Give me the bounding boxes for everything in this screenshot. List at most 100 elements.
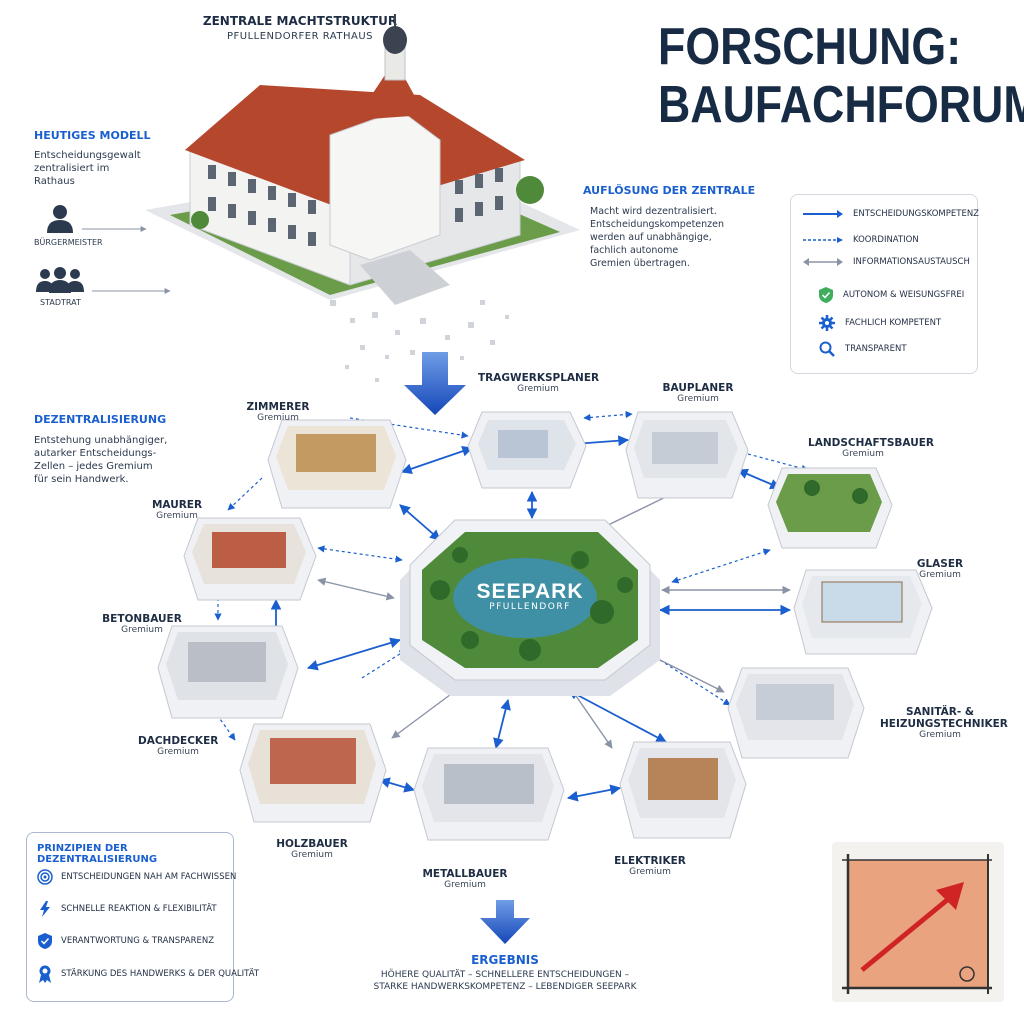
aufloesung-text: Macht wird dezentralisiert. Entscheidung… — [590, 205, 724, 270]
dezentral-line-4: für sein Handwerk. — [34, 474, 129, 485]
label-sanitaer-title-2: HEIZUNGSTECHNIKER — [880, 718, 1008, 730]
principles-box: PRINZIPIEN DER DEZENTRALISIERUNG ENTSCHE… — [26, 832, 259, 1002]
award-icon — [39, 965, 51, 983]
ergebnis: ERGEBNIS HÖHERE QUALITÄT – SCHNELLERE EN… — [300, 953, 710, 992]
node-sanitaer — [727, 667, 865, 759]
legend-label-koordination: KOORDINATION — [853, 235, 919, 245]
label-metallbauer: METALLBAUER Gremium — [415, 868, 515, 890]
legend-label-autonom: AUTONOM & WEISUNGSFREI — [843, 290, 965, 300]
node-bauplaner — [625, 411, 749, 499]
main-title-line-1: FORSCHUNG: — [658, 18, 962, 76]
label-metallbauer-title: METALLBAUER — [422, 868, 508, 880]
principle-label-3: VERANTWORTUNG & TRANSPARENZ — [61, 936, 215, 946]
gear-icon — [819, 315, 835, 331]
principle-row-2: SCHNELLE REAKTION & FLEXIBILITÄT — [37, 901, 217, 917]
label-bauplaner-title: BAUPLANER — [662, 382, 734, 394]
label-elektriker-title: ELEKTRIKER — [614, 855, 686, 867]
label-landschaftsbauer: LANDSCHAFTSBAUER Gremium — [808, 437, 934, 459]
label-maurer-title: MAURER — [151, 499, 203, 511]
label-holzbauer-sub: Gremium — [291, 850, 333, 860]
label-zimmerer-title: ZIMMERER — [246, 401, 310, 413]
legend: ENTSCHEIDUNGSKOMPETENZ KOORDINATION INFO… — [790, 194, 979, 374]
magnifier-icon — [819, 341, 835, 357]
legend-label-information: INFORMATIONSAUSTAUSCH — [853, 257, 970, 267]
node-elektriker — [619, 741, 747, 839]
dashed-arrow-icon — [803, 237, 843, 243]
label-sanitaer-title: SANITÄR- & — [905, 706, 975, 718]
label-sanitaer: SANITÄR- & HEIZUNGSTECHNIKER Gremium — [880, 706, 1008, 740]
ergebnis-line-1: HÖHERE QUALITÄT – SCHNELLERE ENTSCHEIDUN… — [380, 970, 630, 980]
dezentral-title: DEZENTRALISIERUNG — [34, 413, 167, 426]
crumble-particles — [330, 300, 509, 382]
label-dachdecker-title: DACHDECKER — [138, 735, 219, 747]
label-landschaftsbauer-sub: Gremium — [842, 449, 884, 459]
top-title: ZENTRALE MACHTSTRUKTUR — [202, 14, 398, 28]
dezentral-line-1: Entstehung unabhängiger, — [34, 435, 168, 446]
label-bauplaner-sub: Gremium — [677, 394, 719, 404]
label-metallbauer-sub: Gremium — [444, 880, 486, 890]
group-icon — [36, 267, 84, 293]
legend-row-kompetent: FACHLICH KOMPETENT — [819, 315, 941, 331]
aufloesung-line-3: werden auf unabhängige, — [590, 232, 712, 243]
node-metallbauer — [413, 747, 565, 841]
aufloesung-line-1: Macht wird dezentralisiert. — [590, 206, 717, 217]
solid-arrow-icon — [803, 210, 843, 218]
label-glaser-sub: Gremium — [919, 570, 961, 580]
label-maurer: MAURER Gremium — [142, 499, 212, 521]
legend-row-information: INFORMATIONSAUSTAUSCH — [803, 257, 970, 267]
target-icon — [37, 869, 53, 885]
node-zimmerer — [267, 419, 407, 509]
label-zimmerer: ZIMMERER Gremium — [238, 401, 318, 423]
result-arrow-icon — [480, 900, 530, 944]
dezentral-line-3: Zellen – jedes Gremium — [34, 461, 153, 472]
sketch-logo — [832, 842, 1004, 1002]
down-arrow-icon — [404, 352, 466, 415]
role-stadtrat: STADTRAT — [40, 298, 81, 307]
label-betonbauer-title: BETONBAUER — [102, 613, 182, 625]
legend-row-entscheidung: ENTSCHEIDUNGSKOMPETENZ — [803, 209, 979, 219]
label-elektriker-sub: Gremium — [629, 867, 671, 877]
main-title: FORSCHUNG: BAUFACHFORUM — [658, 18, 1024, 134]
sketch-arrow-icon — [842, 854, 992, 994]
principle-row-4: STÄRKUNG DES HANDWERKS & DER QUALITÄT — [37, 965, 259, 983]
legend-row-autonom: AUTONOM & WEISUNGSFREI — [819, 287, 964, 303]
aufloesung-line-2: Entscheidungskompetenzen — [590, 219, 725, 230]
double-arrow-icon — [803, 258, 843, 266]
shield-check-icon — [819, 287, 833, 303]
node-tragwerksplaner — [467, 411, 587, 489]
label-holzbauer-title: HOLZBAUER — [276, 838, 348, 850]
label-glaser-title: GLASER — [916, 558, 964, 570]
label-maurer-sub: Gremium — [156, 511, 198, 521]
principle-label-4: STÄRKUNG DES HANDWERKS & DER QUALITÄT — [61, 969, 260, 979]
person-icon — [47, 205, 73, 233]
heutiges-modell-line-1: Entscheidungsgewalt — [34, 150, 141, 161]
legend-label-transparent: TRANSPARENT — [845, 344, 907, 354]
legend-label-kompetent: FACHLICH KOMPETENT — [845, 318, 942, 328]
seepark-label: SEEPARK PFULLENDORF — [470, 580, 590, 612]
ergebnis-line-2: STARKE HANDWERKSKOMPETENZ – LEBENDIGER S… — [373, 982, 637, 992]
aufloesung-title: AUFLÖSUNG DER ZENTRALE — [583, 184, 756, 197]
legend-label-entscheidung: ENTSCHEIDUNGSKOMPETENZ — [853, 209, 980, 219]
aufloesung-line-4: fachlich autonome — [590, 245, 679, 256]
heutiges-modell-text: Entscheidungsgewalt zentralisiert im Rat… — [34, 149, 141, 188]
label-tragwerksplaner-title: TRAGWERKSPLANER — [478, 372, 600, 384]
top-subtitle: PFULLENDORFER RATHAUS — [226, 31, 373, 42]
label-betonbauer: BETONBAUER Gremium — [102, 613, 182, 635]
seepark-title: SEEPARK — [476, 580, 584, 603]
aufloesung-line-5: Gremien übertragen. — [590, 258, 690, 269]
label-holzbauer: HOLZBAUER Gremium — [272, 838, 352, 860]
label-glaser: GLASER Gremium — [910, 558, 970, 580]
dezentral-line-2: autarker Entscheidungs- — [34, 448, 157, 459]
label-dachdecker: DACHDECKER Gremium — [138, 735, 218, 757]
node-holzbauer — [239, 723, 387, 823]
principle-row-1: ENTSCHEIDUNGEN NAH AM FACHWISSEN — [37, 869, 236, 885]
label-tragwerksplaner: TRAGWERKSPLANER Gremium — [478, 372, 600, 394]
shield-icon — [38, 933, 52, 949]
legend-row-koordination: KOORDINATION — [803, 235, 919, 245]
principle-label-2: SCHNELLE REAKTION & FLEXIBILITÄT — [61, 904, 217, 914]
legend-row-transparent: TRANSPARENT — [819, 341, 907, 357]
label-betonbauer-sub: Gremium — [121, 625, 163, 635]
lightning-icon — [40, 901, 50, 917]
label-elektriker: ELEKTRIKER Gremium — [610, 855, 690, 877]
